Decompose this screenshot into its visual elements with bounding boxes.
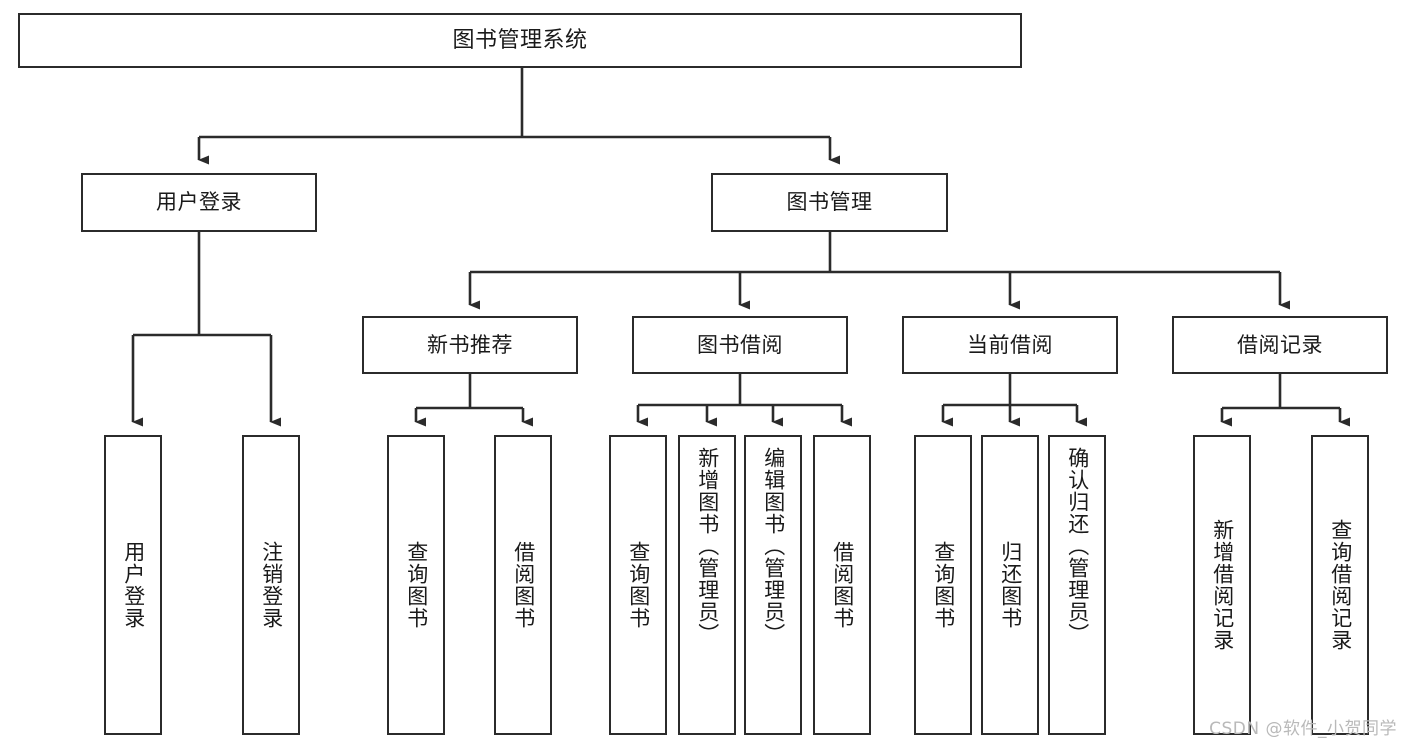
node-label: 归还图书: [998, 541, 1023, 629]
leaf-book-borrow-edit-book-admin[interactable]: 编辑图书（管理员）: [744, 435, 802, 735]
leaf-user-login-logout[interactable]: 注销登录: [242, 435, 300, 735]
node-label: 新增图书（管理员）: [695, 447, 720, 645]
node-label: 查询图书: [931, 541, 956, 629]
node-label: 图书借阅: [697, 332, 783, 357]
node-label: 查询图书: [404, 541, 429, 629]
node-label: 图书管理系统: [452, 27, 588, 53]
node-user-login[interactable]: 用户登录: [81, 173, 317, 232]
leaf-borrow-record-add-record[interactable]: 新增借阅记录: [1193, 435, 1251, 735]
node-label: 编辑图书（管理员）: [761, 447, 786, 645]
leaf-new-book-query-book[interactable]: 查询图书: [387, 435, 445, 735]
node-label: 新增借阅记录: [1210, 519, 1235, 651]
node-borrowing-record[interactable]: 借阅记录: [1172, 316, 1388, 374]
leaf-user-login-login[interactable]: 用户登录: [104, 435, 162, 735]
node-label: 借阅图书: [830, 541, 855, 629]
node-label: 查询图书: [626, 541, 651, 629]
node-label: 用户登录: [121, 541, 146, 629]
node-label: 用户登录: [156, 190, 242, 215]
node-label: 借阅图书: [511, 541, 536, 629]
node-label: 查询借阅记录: [1328, 519, 1353, 651]
leaf-book-borrow-add-book-admin[interactable]: 新增图书（管理员）: [678, 435, 736, 735]
leaf-book-borrow-borrow-book[interactable]: 借阅图书: [813, 435, 871, 735]
leaf-new-book-borrow-book[interactable]: 借阅图书: [494, 435, 552, 735]
node-current-borrowing[interactable]: 当前借阅: [902, 316, 1118, 374]
leaf-current-borrow-confirm-return-admin[interactable]: 确认归还（管理员）: [1048, 435, 1106, 735]
node-label: 新书推荐: [427, 332, 513, 357]
node-label: 借阅记录: [1237, 332, 1323, 357]
leaf-current-borrow-return-book[interactable]: 归还图书: [981, 435, 1039, 735]
node-label: 确认归还（管理员）: [1065, 447, 1090, 645]
csdn-watermark: CSDN @软件_小贺同学: [1209, 719, 1397, 739]
node-label: 图书管理: [786, 190, 873, 215]
node-new-book-recommendation[interactable]: 新书推荐: [362, 316, 578, 374]
node-root-book-management-system[interactable]: 图书管理系统: [18, 13, 1022, 68]
leaf-current-borrow-query-book[interactable]: 查询图书: [914, 435, 972, 735]
node-label: 当前借阅: [967, 332, 1053, 357]
node-book-management[interactable]: 图书管理: [711, 173, 948, 232]
node-label: 注销登录: [259, 541, 284, 629]
leaf-book-borrow-query-book[interactable]: 查询图书: [609, 435, 667, 735]
leaf-borrow-record-query-record[interactable]: 查询借阅记录: [1311, 435, 1369, 735]
node-book-borrowing[interactable]: 图书借阅: [632, 316, 848, 374]
